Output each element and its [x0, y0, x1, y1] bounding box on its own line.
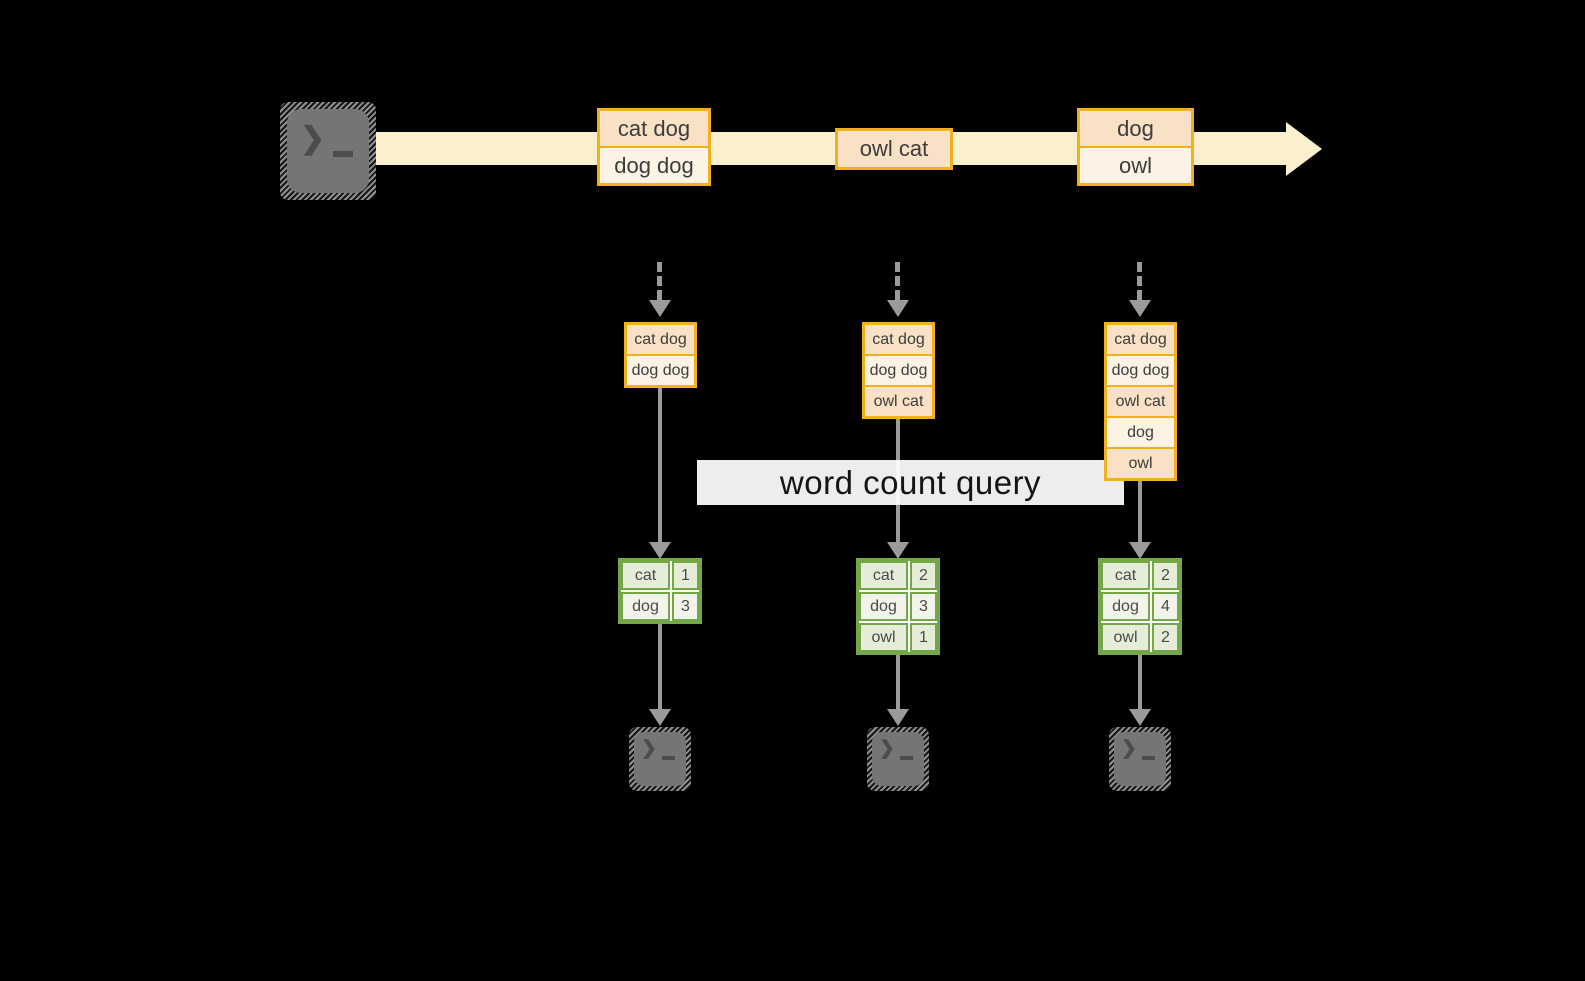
stream-arrow-head — [1286, 122, 1322, 176]
event-line: owl cat — [838, 131, 950, 167]
count-cell: 1 — [672, 561, 699, 590]
dashed-arrow-1-head — [649, 300, 671, 317]
arrow-table-consumer-3-head — [1129, 709, 1151, 726]
count-table-1: cat 1 dog 3 — [618, 558, 702, 624]
count-cell: 4 — [1152, 592, 1179, 621]
dashed-arrow-2 — [895, 262, 900, 300]
count-cell: 3 — [672, 592, 699, 621]
stream-event-3: dog owl — [1077, 108, 1194, 186]
consumer-terminal-3-icon: ❯ — [1109, 727, 1171, 791]
event-line: owl — [1080, 148, 1191, 183]
arrow-buffer-table-1 — [658, 388, 662, 544]
word-cell: cat — [859, 561, 908, 590]
buffer-line: owl cat — [865, 387, 932, 416]
count-cell: 1 — [910, 623, 937, 652]
stream-event-2: owl cat — [835, 128, 953, 170]
count-table-3: cat 2 dog 4 owl 2 — [1098, 558, 1182, 655]
word-cell: dog — [621, 592, 670, 621]
buffer-line: dog dog — [1107, 356, 1174, 385]
prompt-underscore-icon — [662, 756, 675, 760]
prompt-underscore-icon — [333, 151, 353, 157]
count-table-2: cat 2 dog 3 owl 1 — [856, 558, 940, 655]
buffer-line: cat dog — [865, 325, 932, 354]
prompt-underscore-icon — [1142, 756, 1155, 760]
buffer-line: dog dog — [627, 356, 694, 385]
word-cell: owl — [1101, 623, 1150, 652]
word-cell: cat — [621, 561, 670, 590]
buffer-line: owl — [1107, 449, 1174, 478]
arrow-table-consumer-2 — [896, 655, 900, 710]
event-line: dog dog — [600, 148, 708, 183]
terminal-screen: ❯ — [287, 109, 369, 193]
word-cell: dog — [859, 592, 908, 621]
consumer-terminal-1-icon: ❯ — [629, 727, 691, 791]
prompt-underscore-icon — [900, 756, 913, 760]
buffer-line: cat dog — [1107, 325, 1174, 354]
stream-event-1: cat dog dog dog — [597, 108, 711, 186]
buffer-line: dog — [1107, 418, 1174, 447]
consumer-terminal-2-icon: ❯ — [867, 727, 929, 791]
buffer-stack-3: cat dog dog dog owl cat dog owl — [1104, 322, 1177, 481]
word-cell: owl — [859, 623, 908, 652]
count-cell: 2 — [1152, 623, 1179, 652]
event-line: dog — [1080, 111, 1191, 146]
word-cell: cat — [1101, 561, 1150, 590]
count-cell: 2 — [1152, 561, 1179, 590]
arrow-buffer-table-2-head — [887, 542, 909, 559]
buffer-stack-2: cat dog dog dog owl cat — [862, 322, 935, 419]
terminal-screen: ❯ — [872, 732, 924, 786]
prompt-chevron-icon: ❯ — [879, 738, 895, 759]
word-cell: dog — [1101, 592, 1150, 621]
buffer-line: owl cat — [1107, 387, 1174, 416]
dashed-arrow-3 — [1137, 262, 1142, 300]
count-cell: 2 — [910, 561, 937, 590]
dashed-arrow-3-head — [1129, 300, 1151, 317]
arrow-table-consumer-1-head — [649, 709, 671, 726]
terminal-screen: ❯ — [634, 732, 686, 786]
arrow-buffer-table-3 — [1138, 481, 1142, 544]
prompt-chevron-icon: ❯ — [1121, 738, 1137, 759]
dashed-arrow-2-head — [887, 300, 909, 317]
arrow-buffer-table-3-head — [1129, 542, 1151, 559]
arrow-table-consumer-3 — [1138, 655, 1142, 710]
prompt-chevron-icon: ❯ — [641, 738, 657, 759]
buffer-stack-1: cat dog dog dog — [624, 322, 697, 388]
buffer-line: cat dog — [627, 325, 694, 354]
buffer-line: dog dog — [865, 356, 932, 385]
terminal-screen: ❯ — [1114, 732, 1166, 786]
producer-terminal-icon: ❯ — [280, 102, 376, 200]
query-label: word count query — [697, 460, 1124, 505]
count-cell: 3 — [910, 592, 937, 621]
event-line: cat dog — [600, 111, 708, 146]
arrow-table-consumer-1 — [658, 624, 662, 710]
prompt-chevron-icon: ❯ — [300, 122, 326, 155]
dashed-arrow-1 — [657, 262, 662, 300]
arrow-buffer-table-1-head — [649, 542, 671, 559]
arrow-table-consumer-2-head — [887, 709, 909, 726]
